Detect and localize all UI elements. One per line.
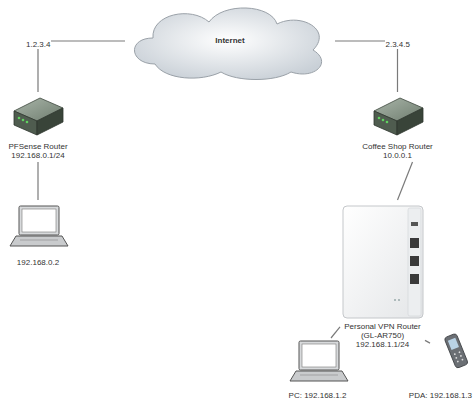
node-text-group: 192.168.0.2	[5, 258, 71, 267]
device-label: 192.168.0.1/24	[0, 151, 76, 160]
ip-address-label: 2.3.4.5	[385, 40, 411, 49]
pda-node: PDA: 192.168.1.3	[430, 333, 474, 400]
network-link	[38, 41, 125, 92]
node-text-group: PDA: 192.168.1.3	[370, 391, 472, 400]
pc-node: PC: 192.168.1.2	[295, 338, 340, 400]
laptop-icon	[290, 341, 348, 381]
device-label: 192.168.0.2	[5, 258, 71, 267]
device-label: Coffee Shop Router	[355, 142, 440, 151]
router-node: PFSense Router192.168.0.1/24	[0, 92, 76, 162]
pda-icon	[444, 333, 468, 368]
device-label: Personal VPN Router	[340, 322, 425, 331]
node-text-group: Coffee Shop Router10.0.0.1	[355, 142, 440, 160]
device-label: 10.0.0.1	[355, 151, 440, 160]
device-label: (GL-AR750)	[340, 331, 425, 340]
device-label: PDA: 192.168.1.3	[370, 391, 472, 400]
network-link	[398, 162, 413, 200]
network-link	[425, 340, 430, 343]
node-text-group: Personal VPN Router(GL-AR750)192.168.1.1…	[340, 322, 425, 349]
node-text-group: PC: 192.168.1.2	[250, 391, 385, 400]
router-icon	[374, 98, 423, 135]
node-text-group: Internet	[125, 36, 335, 45]
device-label: PC: 192.168.1.2	[250, 391, 385, 400]
internet-cloud: Internet	[125, 2, 335, 80]
laptop-node: 192.168.0.2	[5, 200, 71, 270]
network-link	[331, 327, 340, 338]
vpn-router-illustration	[343, 206, 423, 318]
network-link	[335, 41, 398, 92]
network-link	[37, 162, 38, 200]
node-text-group: PFSense Router192.168.0.1/24	[0, 142, 76, 160]
router-node: Coffee Shop Router10.0.0.1	[355, 92, 440, 162]
ip-address-label: 1.2.3.4	[25, 40, 51, 49]
vpn-router-node: Personal VPN Router(GL-AR750)192.168.1.1…	[340, 200, 425, 351]
device-label: 192.168.1.1/24	[340, 340, 425, 349]
router-icon	[14, 98, 63, 135]
device-label: PFSense Router	[0, 142, 76, 151]
laptop-icon	[10, 206, 68, 246]
cloud-label: Internet	[125, 36, 335, 45]
